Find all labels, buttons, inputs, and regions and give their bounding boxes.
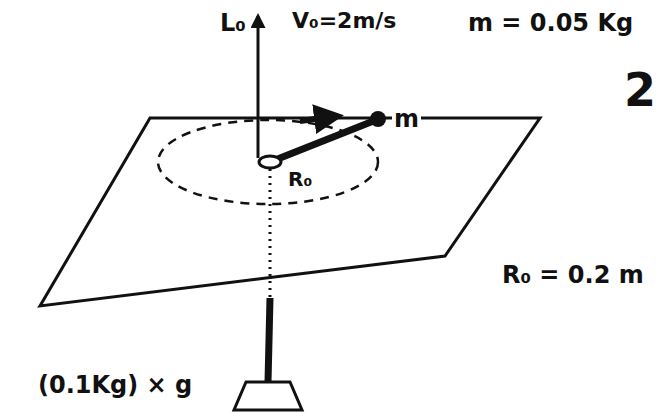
circular-path (158, 120, 378, 204)
annotation: m = 0.05 Kg (466, 10, 635, 38)
hole (259, 156, 281, 168)
annotation: m (392, 106, 421, 134)
problem-number: 2 (622, 64, 658, 117)
annotation: R₀ = 0.2 m (500, 262, 646, 290)
annotation: (0.1Kg) × g (36, 372, 194, 400)
table-top (40, 118, 540, 306)
mass-dot (370, 111, 386, 127)
annotation: R₀ (286, 168, 314, 191)
angular-momentum-arrow (257, 16, 260, 158)
hanging-weight (234, 382, 302, 410)
annotation: L₀ (218, 10, 248, 38)
string-through-table (269, 162, 272, 298)
string (270, 120, 376, 162)
velocity-arrow (300, 116, 338, 121)
hanging-string (268, 298, 270, 382)
annotation: V₀=2m/s (290, 8, 398, 33)
